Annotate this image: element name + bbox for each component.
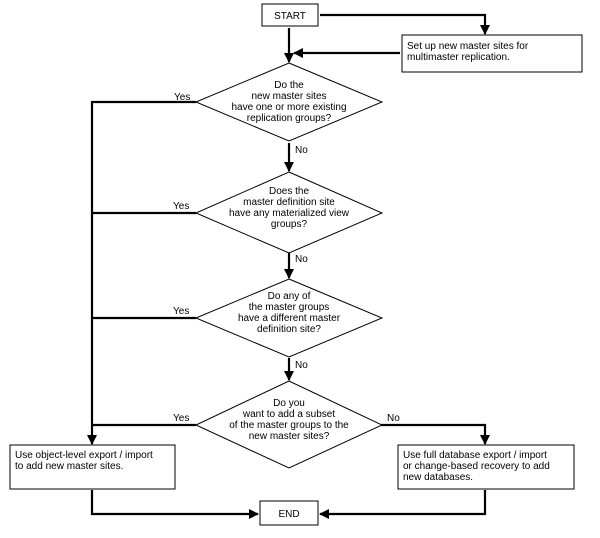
object-export-box	[9, 444, 176, 490]
decision-2-line-2: master definition site	[243, 197, 335, 208]
decision-1-line-2: new master sites	[251, 91, 326, 102]
decision-3-line-3: have a different master	[238, 313, 341, 324]
full-export-line-2: or change-based recovery to add	[403, 461, 550, 472]
decision-4-yes-label: Yes	[173, 413, 189, 424]
start-box	[261, 3, 319, 27]
decision-4-no-label: No	[387, 413, 400, 424]
decision-different-mds: Do any of the master groups have a diffe…	[173, 278, 384, 371]
setup-line-1: Set up new master sites for	[407, 41, 529, 52]
decision-3-line-4: definition site?	[257, 324, 321, 335]
object-export-line-2: to add new master sites.	[15, 461, 123, 472]
decision-1-no-label: No	[295, 145, 308, 156]
object-export-line-1: Use object-level export / import	[15, 450, 153, 461]
decision-3-diamond	[194, 278, 384, 358]
decision-2-line-4: groups?	[271, 219, 308, 230]
decision-3-line-2: the master groups	[249, 302, 330, 313]
decision-3-line-1: Do any of	[268, 291, 311, 302]
full-export-line-1: Use full database export / import	[403, 450, 547, 461]
decision-4-line-4: new master sites?	[249, 431, 330, 442]
decision-4-line-2: want to add a subset	[242, 409, 336, 420]
decision-2-yes-label: Yes	[173, 201, 189, 212]
decision-4-diamond	[194, 380, 384, 469]
full-export-box	[397, 444, 575, 490]
decision-4-line-3: of the master groups to the	[229, 420, 349, 431]
decision-3-yes-label: Yes	[173, 306, 189, 317]
end-label: END	[278, 509, 299, 520]
decision-2-line-1: Does the	[269, 186, 309, 197]
object-export-process: Use object-level export / import to add …	[9, 444, 176, 490]
arrow-q4-no	[381, 423, 490, 445]
arrow-full-export-to-end	[319, 490, 487, 519]
connectors	[87, 13, 490, 519]
decision-1-line-4: replication groups?	[247, 113, 332, 124]
decision-1-diamond	[194, 62, 384, 142]
decision-existing-groups: Do the new master sites have one or more…	[174, 62, 384, 156]
decision-3-no-label: No	[295, 360, 308, 371]
setup-line-2: multimaster replication.	[407, 52, 510, 63]
setup-process: Set up new master sites for multimaster …	[401, 34, 583, 73]
start-label: START	[274, 11, 306, 22]
end-terminal: END	[259, 500, 319, 526]
decision-1-line-3: have one or more existing	[231, 102, 346, 113]
decision-mv-groups: Does the master definition site have any…	[173, 171, 384, 265]
decision-2-no-label: No	[295, 254, 308, 265]
decision-1-line-1: Do the	[274, 80, 304, 91]
end-box	[259, 500, 319, 526]
full-export-line-3: new databases.	[403, 472, 473, 483]
decision-2-diamond	[194, 171, 384, 254]
start-terminal: START	[261, 3, 319, 27]
decision-4-line-1: Do you	[273, 398, 305, 409]
setup-box	[401, 34, 583, 73]
arrow-start-to-setup	[320, 13, 490, 35]
decision-2-line-3: have any materialized view	[229, 208, 350, 219]
decision-add-subset: Do you want to add a subset of the maste…	[173, 380, 400, 469]
decision-1-yes-label: Yes	[174, 92, 190, 103]
arrow-object-export-to-end	[90, 490, 259, 519]
full-export-process: Use full database export / import or cha…	[397, 444, 575, 490]
